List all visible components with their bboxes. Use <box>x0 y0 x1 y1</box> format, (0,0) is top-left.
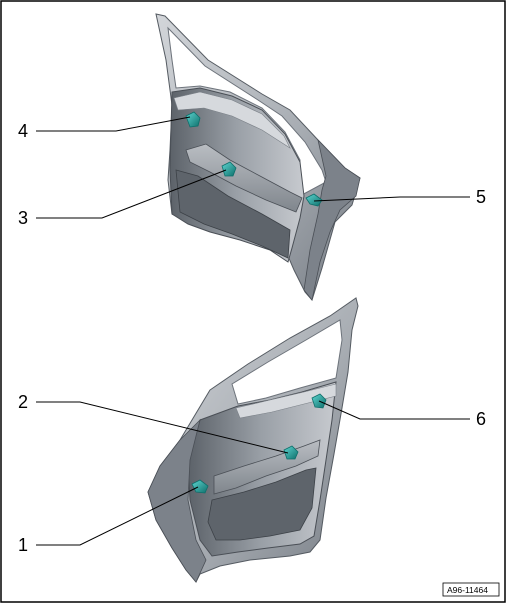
leader-line-3 <box>36 169 227 219</box>
upper-door-handle-4-icon <box>185 111 201 128</box>
lower-door-drawing <box>147 297 359 583</box>
leader-line-6 <box>318 400 470 420</box>
lower-door-trim-strip <box>235 383 337 419</box>
callout-2: 2 <box>18 392 28 412</box>
callout-3: 3 <box>18 208 28 228</box>
reference-code-box <box>442 582 500 597</box>
lower-door-pocket <box>207 467 317 541</box>
lower-door-window-opening <box>231 319 343 405</box>
callout-6: 6 <box>476 409 486 429</box>
callout-1: 1 <box>18 535 28 555</box>
upper-door-armrest <box>185 143 303 213</box>
callout-4: 4 <box>18 121 28 141</box>
upper-door-trim-strip <box>173 91 291 149</box>
upper-door-rear-edge <box>303 138 361 301</box>
leader-line-4 <box>36 116 191 132</box>
leader-line-1 <box>36 486 199 546</box>
upper-door-switch-3-icon <box>221 161 237 177</box>
upper-door-part-5-icon <box>305 193 323 207</box>
leader-line-5 <box>313 196 470 202</box>
reference-code: A96-11464 <box>447 585 488 595</box>
upper-door-pocket <box>175 169 291 259</box>
upper-door-drawing <box>155 13 361 302</box>
leader-lines <box>36 116 470 546</box>
callout-5: 5 <box>476 187 486 207</box>
lower-door-part-1-icon <box>191 479 209 494</box>
leader-line-2 <box>36 401 289 454</box>
lower-door-switch-2-icon <box>283 445 299 460</box>
lower-door-front-edge <box>147 418 207 583</box>
